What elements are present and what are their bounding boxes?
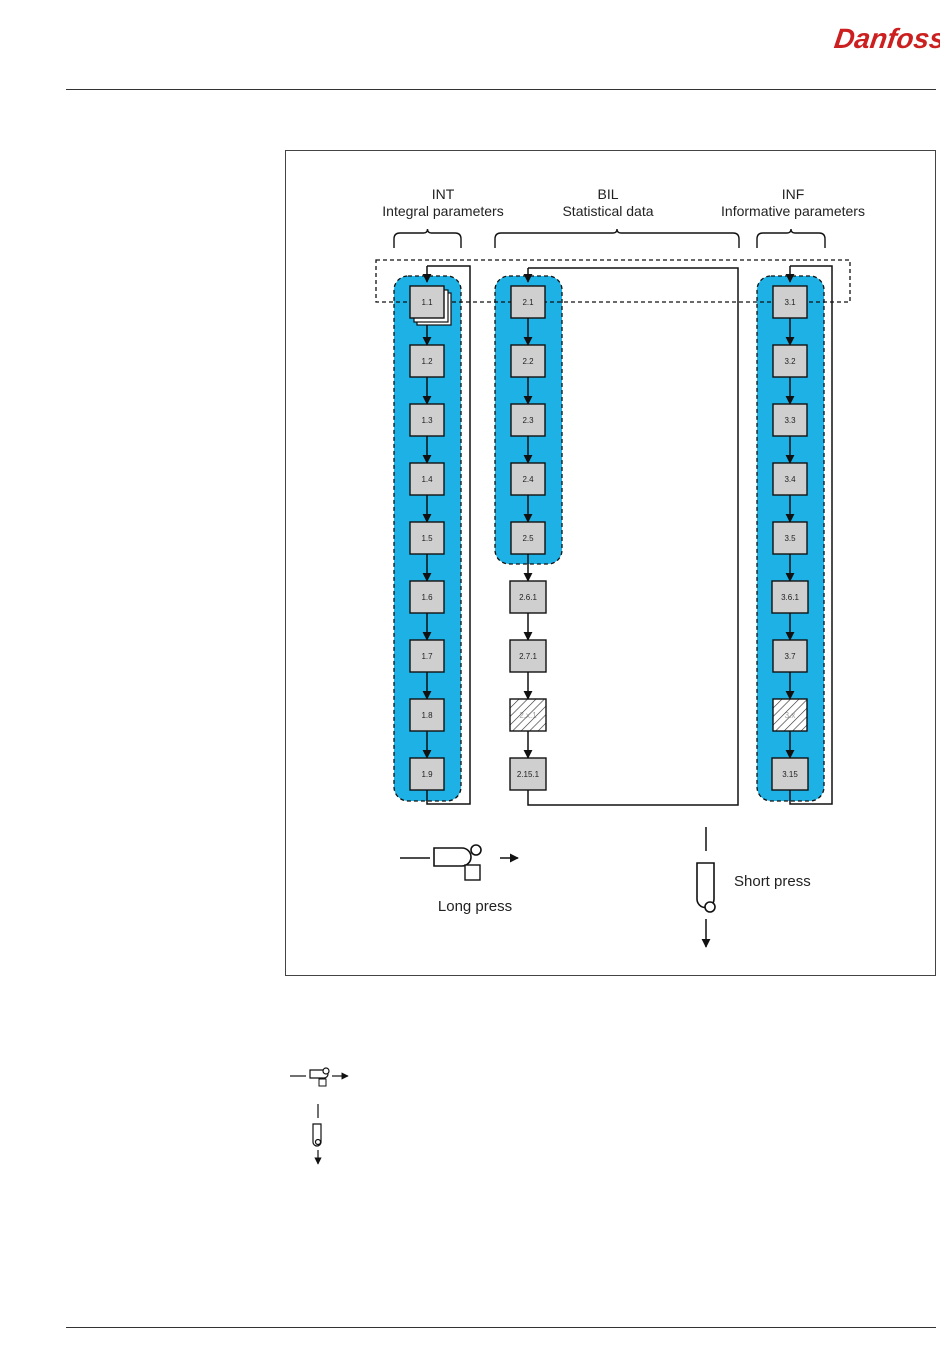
menu-box-label-2-x-1: 2.x.1 (519, 711, 537, 720)
menu-box-label-1-8: 1.8 (421, 711, 433, 720)
menu-box-label-1-9: 1.9 (421, 770, 433, 779)
menu-box-label-1-2: 1.2 (421, 357, 433, 366)
menu-box-label-1-3: 1.3 (421, 416, 433, 425)
group-code-bil: BIL (597, 186, 618, 202)
group-title-bil: Statistical data (562, 203, 653, 219)
menu-box-label-1-7: 1.7 (421, 652, 433, 661)
menu-box-label-3-6-1: 3.6.1 (781, 593, 799, 602)
long-press-fingertip (471, 845, 481, 855)
header-rule (66, 89, 936, 90)
menu-box-label-3-15: 3.15 (782, 770, 798, 779)
menu-box-label-2-6-1: 2.6.1 (519, 593, 537, 602)
menu-box-label-3-x: 3.x (785, 711, 796, 720)
menu-box-label-3-2: 3.2 (784, 357, 796, 366)
menu-box-label-1-4: 1.4 (421, 475, 433, 484)
danfoss-logo: Danfoss (830, 14, 940, 58)
menu-box-label-1-5: 1.5 (421, 534, 433, 543)
menu-box-label-2-4: 2.4 (522, 475, 534, 484)
menu-box-label-2-5: 2.5 (522, 534, 534, 543)
svg-text:Danfoss: Danfoss (832, 23, 940, 54)
menu-box-label-1-6: 1.6 (421, 593, 433, 602)
footer-rule (66, 1327, 936, 1328)
menu-box-label-3-1: 3.1 (784, 298, 796, 307)
menu-box-label-2-15-1: 2.15.1 (517, 770, 540, 779)
short-press-label: Short press (734, 873, 811, 890)
long-press-timer (465, 865, 480, 880)
menu-box-label-3-3: 3.3 (784, 416, 796, 425)
group-code-inf: INF (782, 186, 805, 202)
menu-box-label-2-1: 2.1 (522, 298, 534, 307)
long-press-hand-icon (400, 845, 518, 880)
group-title-int: Integral parameters (382, 203, 503, 219)
menu-box-label-2-7-1: 2.7.1 (519, 652, 537, 661)
long-press-hand (434, 848, 471, 866)
legend-short-press-icon (308, 1102, 330, 1170)
menu-box-label-3-7: 3.7 (784, 652, 796, 661)
short-press-hand (697, 863, 714, 908)
group-brace-inf (757, 229, 825, 248)
long-press-label: Long press (438, 898, 512, 915)
group-code-int: INT (432, 186, 455, 202)
short-press-fingertip (705, 902, 715, 912)
menu-box-label-1-1: 1.1 (421, 298, 433, 307)
group-brace-bil (495, 229, 739, 248)
short-press-hand-icon (697, 827, 715, 947)
menu-box-label-2-2: 2.2 (522, 357, 534, 366)
group-title-inf: Informative parameters (721, 203, 865, 219)
group-brace-int (394, 229, 461, 248)
menu-box-label-2-3: 2.3 (522, 416, 534, 425)
menu-box-label-3-5: 3.5 (784, 534, 796, 543)
menu-box-label-3-4: 3.4 (784, 475, 796, 484)
legend-long-press-icon (288, 1062, 358, 1090)
